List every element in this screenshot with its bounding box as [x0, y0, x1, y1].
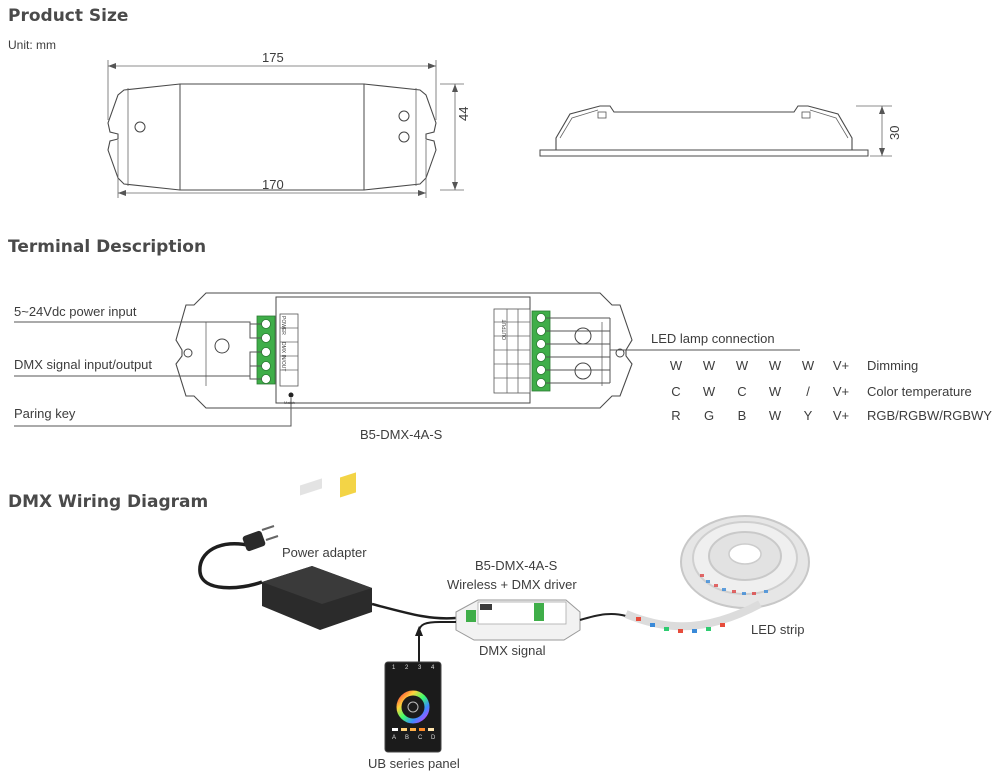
key-label: Match	[284, 400, 295, 405]
dmx-signal-line	[415, 621, 456, 666]
table-cell: B	[737, 408, 747, 423]
leader-lines-right	[546, 317, 800, 384]
label-ub-panel: UB series panel	[368, 756, 460, 771]
side-view-outline	[539, 105, 869, 157]
table-cell: Y	[803, 408, 813, 423]
dimension-30	[856, 105, 892, 157]
table-row-label: Dimming	[867, 358, 919, 373]
dimension-170	[117, 140, 427, 198]
table-cell: V+	[832, 358, 850, 373]
panel-number: 1	[392, 665, 396, 671]
table-cell: V+	[832, 384, 850, 399]
table-cell: W	[801, 358, 815, 373]
table-cell: /	[806, 384, 810, 399]
panel-letter: A	[392, 735, 397, 741]
table-cell: W	[768, 358, 782, 373]
panel-number: 2	[405, 665, 409, 671]
led-strip-reel	[624, 515, 810, 633]
leader-lines-left	[14, 321, 292, 427]
table-cell: W	[735, 358, 749, 373]
label-dmx-signal: DMX signal	[479, 643, 546, 658]
section-title-terminal-description: Terminal Description	[8, 237, 207, 257]
label-driver-model: B5-DMX-4A-S	[475, 558, 558, 573]
table-cell: W	[702, 384, 716, 399]
table-cell: W	[768, 384, 782, 399]
dimension-175	[107, 60, 437, 120]
section-title-product-size: Product Size	[8, 6, 129, 26]
label-dmx-io: DMX signal input/output	[14, 357, 153, 372]
unit-label: Unit: mm	[8, 38, 56, 52]
top-view-outline	[107, 83, 437, 191]
table-row-label: Color temperature	[867, 384, 972, 399]
terminal-model-label: B5-DMX-4A-S	[360, 427, 443, 442]
panel-letter: D	[431, 735, 436, 741]
table-cell: C	[737, 384, 747, 399]
driver-module	[455, 599, 581, 641]
table-cell: G	[703, 408, 715, 423]
table-cell: V+	[832, 408, 850, 423]
dimension-44	[440, 83, 464, 191]
table-cell: C	[671, 384, 681, 399]
label-power-input: 5~24Vdc power input	[14, 304, 137, 319]
panel-number: 3	[418, 665, 422, 671]
label-driver-desc: Wireless + DMX driver	[447, 577, 577, 592]
table-cell: W	[768, 408, 782, 423]
panel-number: 4	[431, 665, 435, 671]
label-power-adapter: Power adapter	[282, 545, 367, 560]
left-terminal-block	[256, 313, 299, 387]
power-plug	[198, 525, 279, 590]
table-cell: W	[669, 358, 683, 373]
strip-cable	[579, 612, 627, 621]
paring-key-dot	[288, 392, 294, 398]
right-terminal-block	[493, 308, 551, 394]
power-adapter	[262, 472, 457, 630]
table-cell: R	[671, 408, 681, 423]
label-led-strip: LED strip	[751, 622, 805, 637]
dim-label-175: 175	[262, 50, 284, 65]
label-led-connection: LED lamp connection	[651, 331, 775, 346]
table-cell: W	[702, 358, 716, 373]
dim-label-170: 170	[262, 177, 284, 192]
label-paring-key: Paring key	[14, 406, 76, 421]
section-title-dmx-wiring: DMX Wiring Diagram	[8, 492, 209, 512]
panel-letter: C	[418, 735, 423, 741]
ub-series-panel	[384, 661, 442, 753]
panel-letter: B	[405, 735, 410, 741]
table-row-label: RGB/RGBW/RGBWY	[867, 408, 992, 423]
